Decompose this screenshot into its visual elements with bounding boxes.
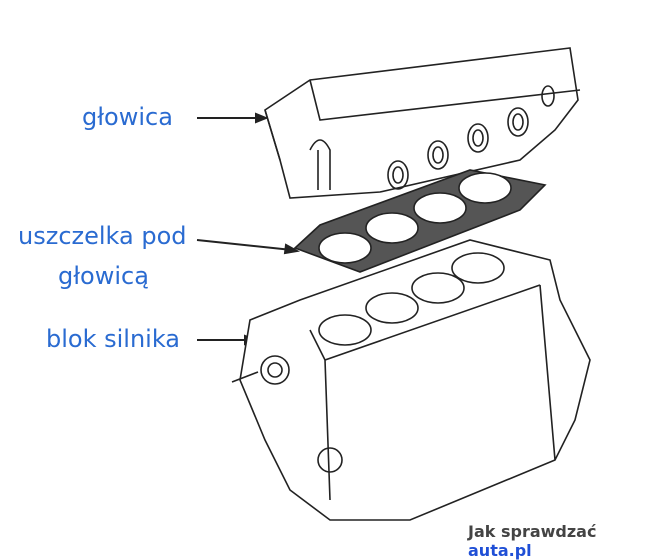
label-block: blok silnika (46, 325, 181, 353)
logo: Jak sprawdzać auta.pl (468, 522, 660, 560)
engine-block (231, 239, 591, 521)
ports (387, 85, 555, 190)
label-head: głowica (82, 103, 173, 131)
logo-brand: auta.pl (468, 541, 532, 560)
logo-prefix: Jak sprawdzać (468, 522, 597, 541)
cylinder-head (264, 47, 581, 199)
head-gasket (293, 169, 547, 273)
label-gasket-line1: uszczelka pod (18, 222, 187, 250)
label-gasket-line2: głowicą (58, 262, 149, 290)
